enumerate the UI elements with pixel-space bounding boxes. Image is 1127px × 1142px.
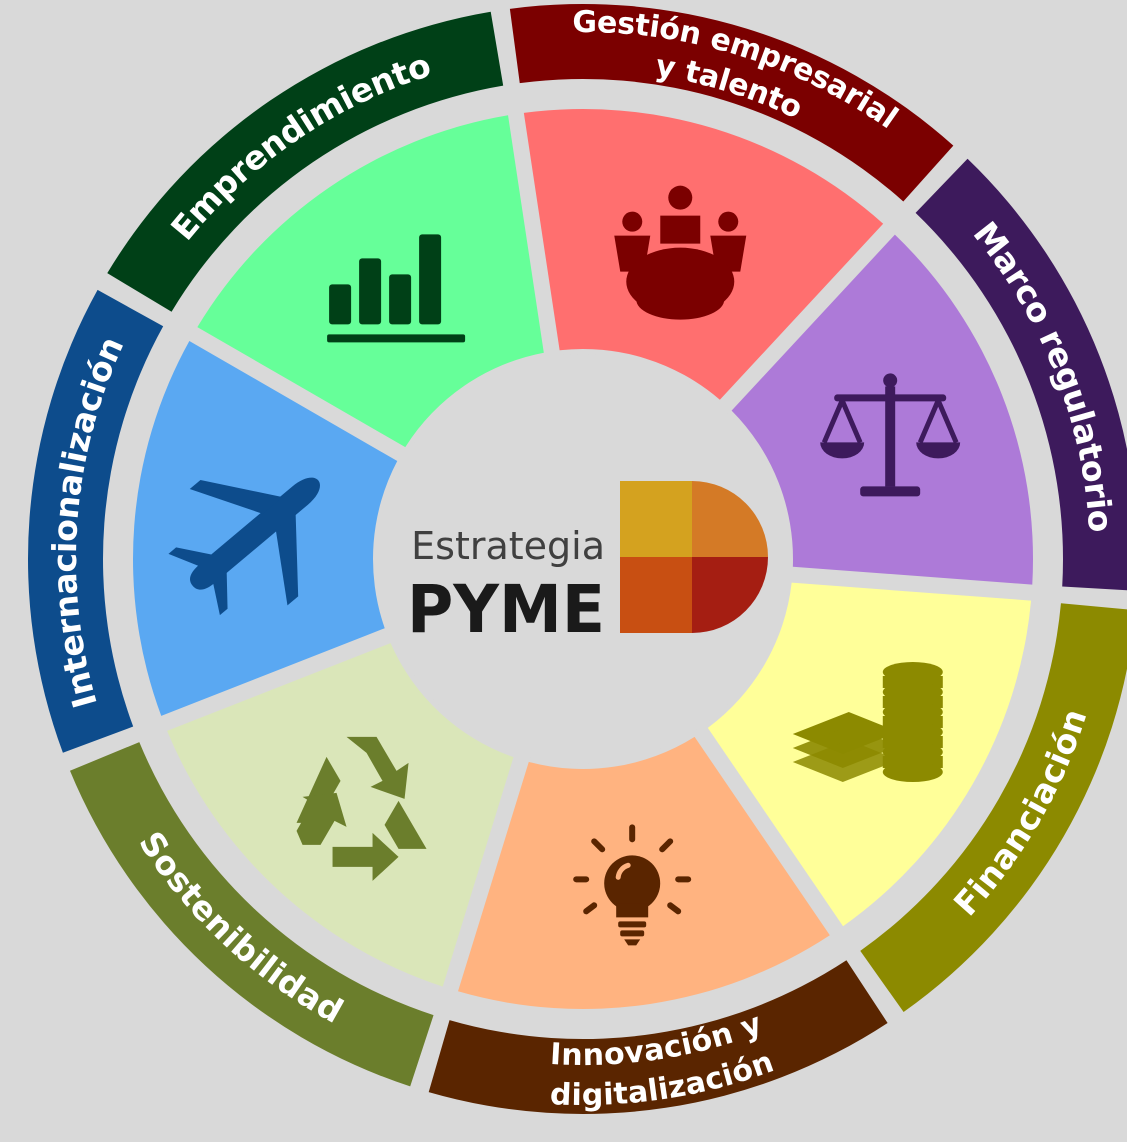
- center-logo: Estrategia PYME: [378, 354, 788, 764]
- outer-band-financiacion: [860, 603, 1127, 1013]
- outer-band-sostenibilidad: [69, 742, 434, 1087]
- money-coins-icon: [792, 662, 943, 782]
- outer-band-emprendimiento: [107, 11, 504, 312]
- inner-wedge-marco: [731, 234, 1033, 585]
- lightbulb-icon: [573, 824, 692, 946]
- bar-chart-icon: [327, 234, 466, 343]
- outer-band-gestion: [509, 4, 954, 202]
- logo-text-pyme: PYME: [407, 571, 605, 648]
- airplane-icon: [168, 477, 320, 616]
- outer-ring: [27, 4, 1127, 1115]
- recycle-icon: [296, 736, 427, 881]
- outer-band-internacionalizacion: [27, 289, 164, 753]
- outer-band-innovacion: [428, 960, 888, 1115]
- outer-band-marco: [915, 158, 1127, 591]
- logo-text-estrategia: Estrategia: [411, 524, 605, 568]
- segment-icons: [168, 185, 961, 946]
- logo-mark-icon: [620, 481, 768, 633]
- scales-icon: [820, 373, 961, 497]
- team-meeting-icon: [614, 185, 747, 320]
